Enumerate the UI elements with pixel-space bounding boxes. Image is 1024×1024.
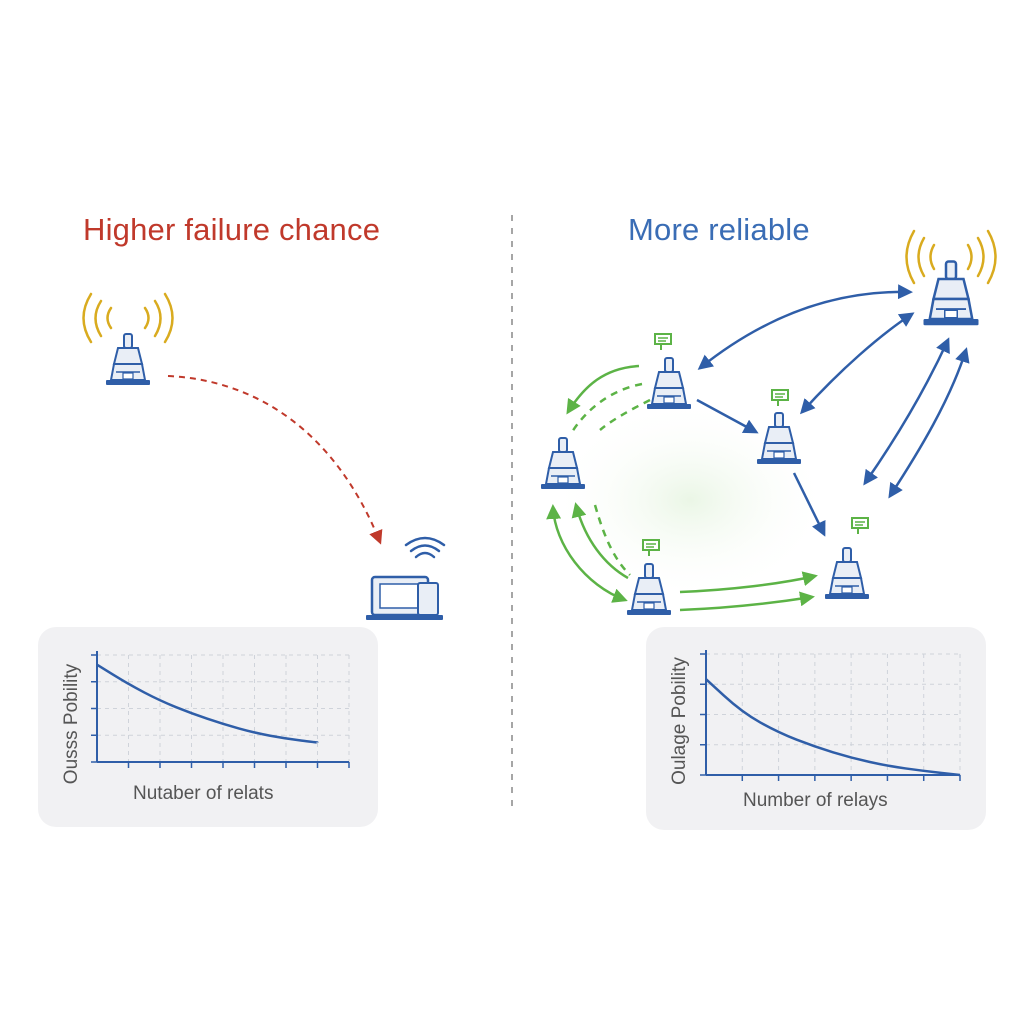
right-outage-chart — [700, 650, 961, 781]
left-chart-panel — [38, 627, 378, 827]
failing-link-arrow — [167, 375, 383, 545]
mesh-links-blue — [696, 284, 970, 537]
mesh-links-green — [546, 364, 818, 612]
relay-node-right — [824, 517, 870, 600]
left-chart-xlabel: Nutaber of relats — [133, 783, 274, 804]
destination-tower — [905, 229, 997, 327]
relay-node-top — [646, 333, 692, 410]
outage-curve — [705, 678, 961, 777]
outage-curve — [96, 663, 318, 744]
laptop-icon — [366, 575, 443, 620]
wifi-icon — [404, 536, 446, 559]
signal-icon — [82, 292, 174, 344]
right-title: More reliable — [628, 212, 810, 247]
left-outage-chart — [91, 651, 350, 768]
right-chart-panel — [646, 627, 986, 830]
right-chart-xlabel: Number of relays — [743, 790, 888, 811]
left-title: Higher failure chance — [83, 212, 381, 247]
signal-icon — [905, 229, 997, 285]
left-transmitter-tower — [82, 292, 174, 386]
